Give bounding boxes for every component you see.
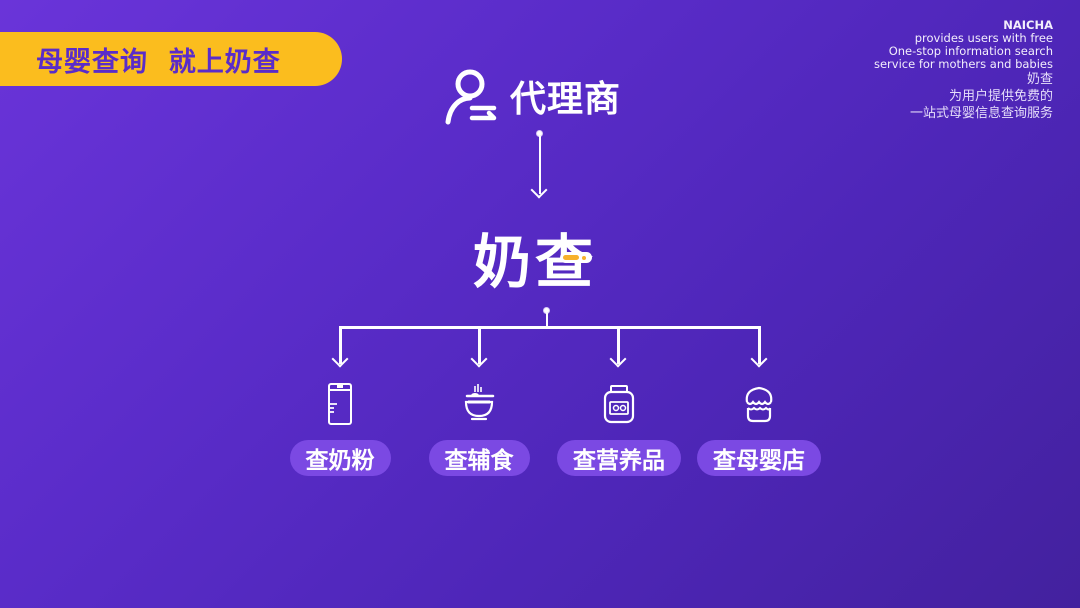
connector-stem <box>546 313 548 327</box>
milk-powder-can-icon <box>328 383 352 425</box>
bowl-icon <box>464 384 495 421</box>
connector-branch <box>339 326 761 329</box>
brand-accent-bar <box>560 252 592 263</box>
branch-line-3 <box>617 326 620 364</box>
agent-node: 代理商 <box>442 66 621 126</box>
category-stores[interactable]: 查母婴店 <box>697 380 821 476</box>
arrow-down-icon <box>331 350 349 368</box>
category-label[interactable]: 查奶粉 <box>289 440 391 476</box>
tagline: NAICHA provides users with free One-stop… <box>874 19 1053 122</box>
category-label[interactable]: 查辅食 <box>428 440 530 476</box>
agent-label: 代理商 <box>510 79 622 120</box>
tagline-en-3: One-stop information search <box>888 44 1053 58</box>
tagline-zh-3: 一站式母婴信息查询服务 <box>909 106 1053 121</box>
slogan-banner: 母婴查询 就上奶查 <box>0 32 342 86</box>
arrow-down-icon <box>750 350 768 368</box>
branch-line-1 <box>339 326 342 364</box>
slogan-text: 母婴查询 就上奶查 <box>36 46 281 78</box>
tagline-en-4: service for mothers and babies <box>873 57 1053 71</box>
store-icon <box>745 386 773 423</box>
category-label[interactable]: 查营养品 <box>557 440 681 476</box>
branch-line-2 <box>478 326 481 364</box>
arrow-down-icon <box>530 181 548 199</box>
tagline-zh-2: 为用户提供免费的 <box>948 89 1053 104</box>
connector-line <box>539 136 541 194</box>
arrow-down-icon <box>609 350 627 368</box>
category-label[interactable]: 查母婴店 <box>697 440 821 476</box>
supplement-jar-icon <box>603 385 635 424</box>
category-milk-powder[interactable]: 查奶粉 <box>280 380 400 476</box>
tagline-zh-1: 奶查 <box>1026 72 1053 87</box>
user-exchange-icon <box>445 69 497 125</box>
category-baby-food[interactable]: 查辅食 <box>419 380 539 476</box>
tagline-en-2: provides users with free <box>914 31 1053 45</box>
category-supplements[interactable]: 查营养品 <box>557 380 681 476</box>
arrow-down-icon <box>470 350 488 368</box>
branch-line-4 <box>758 326 761 364</box>
tagline-en-1: NAICHA <box>1003 18 1053 32</box>
